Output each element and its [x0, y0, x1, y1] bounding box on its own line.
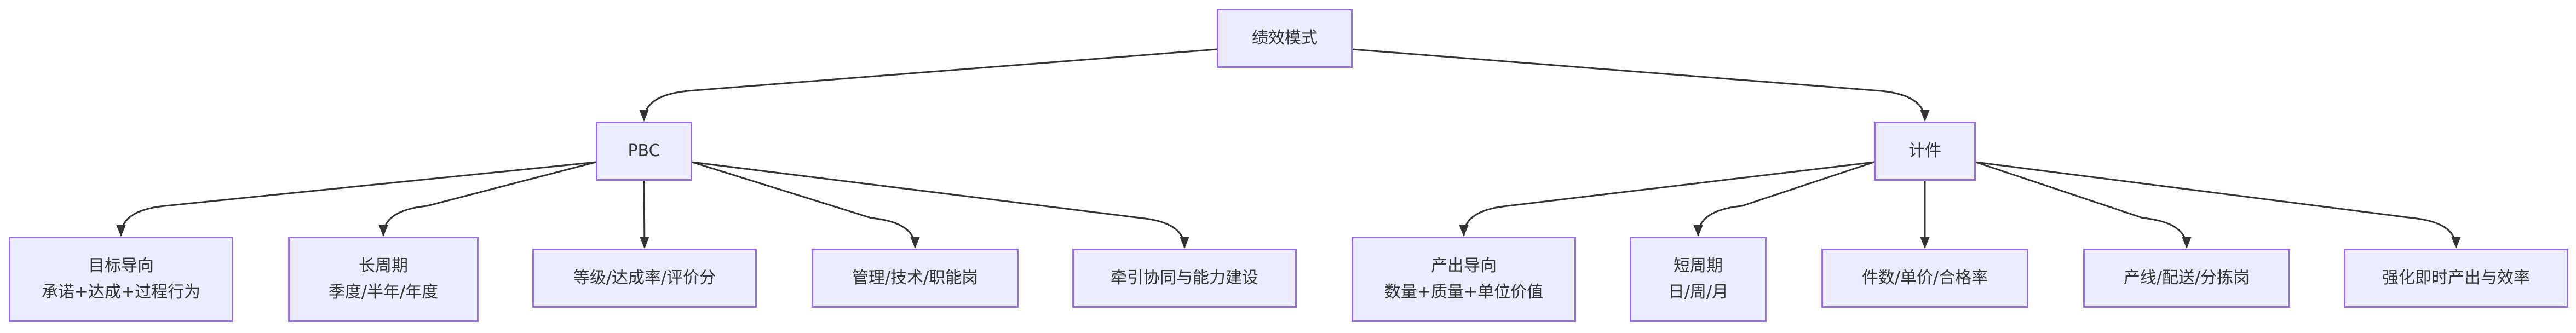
- node-pbc: PBC: [596, 122, 692, 181]
- node-piece-short-cycle: 短周期 日/周/月: [1630, 237, 1767, 322]
- node-piece-output-oriented: 产出导向 数量+质量+单位价值: [1352, 237, 1576, 322]
- node-line: 件数/单价/合格率: [1861, 268, 1988, 288]
- node-line: 长周期: [359, 256, 408, 275]
- edge-piece-to-piece-5: [1975, 161, 2461, 249]
- edge-pbc-to-pbc-1: [116, 161, 596, 237]
- edge-pbc-to-pbc-4: [692, 161, 920, 249]
- node-line: 数量+质量+单位价值: [1384, 283, 1544, 302]
- node-label: 绩效模式: [1252, 28, 1318, 48]
- node-label: 计件: [1908, 141, 1941, 160]
- edge-pbc-to-pbc-3: [640, 180, 649, 249]
- node-line: 日/周/月: [1668, 283, 1729, 302]
- node-line: 产出导向: [1431, 256, 1497, 275]
- node-piece-positions: 产线/配送/分拣岗: [2083, 249, 2290, 308]
- node-line: 等级/达成率/评价分: [573, 268, 716, 288]
- node-piece-rate: 计件: [1874, 122, 1976, 181]
- node-line: 管理/技术/职能岗: [852, 268, 979, 288]
- node-piece-efficiency: 强化即时产出与效率: [2344, 249, 2568, 308]
- node-line: 产线/配送/分拣岗: [2123, 268, 2250, 288]
- node-root-performance-mode: 绩效模式: [1217, 9, 1353, 68]
- node-pbc-long-cycle: 长周期 季度/半年/年度: [288, 237, 479, 322]
- node-label: PBC: [628, 141, 660, 160]
- node-line: 强化即时产出与效率: [2382, 268, 2530, 288]
- node-line: 承诺+达成+过程行为: [41, 283, 201, 302]
- edge-root-to-pbc: [639, 48, 1217, 122]
- edge-piece-to-piece-2: [1693, 161, 1875, 237]
- node-line: 牵引协同与能力建设: [1111, 268, 1258, 288]
- node-pbc-collaboration: 牵引协同与能力建设: [1072, 249, 1297, 308]
- node-line: 季度/半年/年度: [328, 283, 439, 302]
- node-line: 目标导向: [88, 256, 154, 275]
- edge-pbc-to-pbc-2: [378, 161, 596, 237]
- node-line: 短周期: [1674, 256, 1723, 275]
- edge-pbc-to-pbc-5: [692, 161, 1189, 249]
- node-pbc-rating-metrics: 等级/达成率/评价分: [532, 249, 757, 308]
- edge-piece-to-piece-4: [1975, 161, 2192, 249]
- node-piece-metrics: 件数/单价/合格率: [1821, 249, 2028, 308]
- edge-piece-to-piece-1: [1459, 161, 1875, 237]
- node-pbc-goal-oriented: 目标导向 承诺+达成+过程行为: [9, 237, 233, 322]
- node-pbc-positions: 管理/技术/职能岗: [812, 249, 1019, 308]
- edge-root-to-piece: [1352, 48, 1930, 122]
